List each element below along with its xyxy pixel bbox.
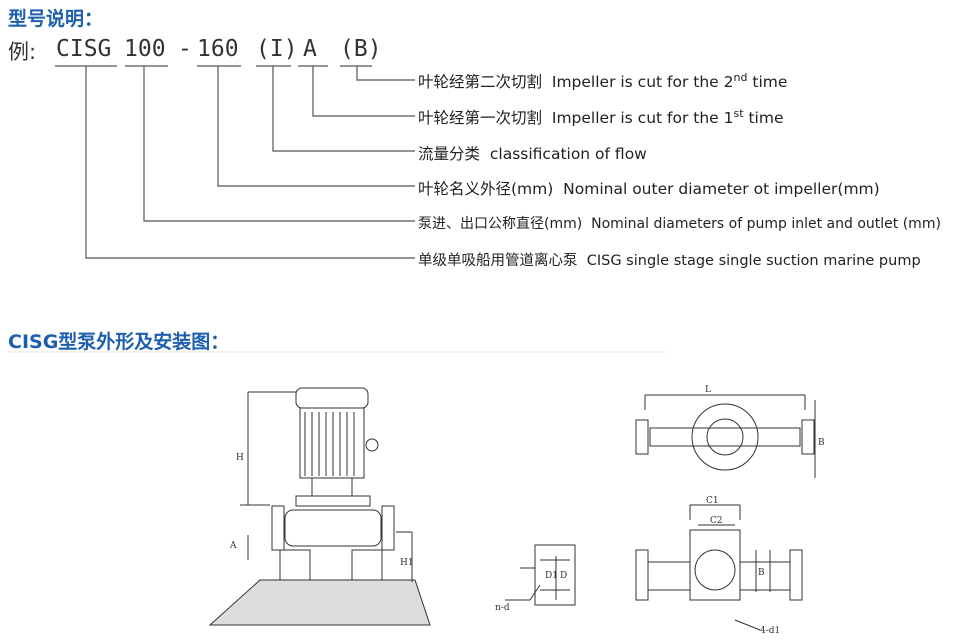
section-title-model: 型号说明：	[8, 8, 104, 30]
label-4d1: 4-d1	[760, 626, 780, 636]
row-en: classification of flow	[489, 145, 647, 163]
row-en: Impeller is cut for the 1	[551, 109, 734, 127]
row-cn: 泵进、出口公称直径(mm)	[418, 216, 583, 232]
code-impeller: 160	[197, 36, 239, 62]
label-a: A	[229, 541, 237, 551]
row-en: Impeller is cut for the 2	[551, 73, 734, 91]
row-en: CISG single stage single suction marine …	[586, 253, 921, 269]
legend-row-cut2: 叶轮经第二次切割 Impeller is cut for the 2nd tim…	[418, 70, 787, 92]
label-b: B	[818, 438, 825, 448]
row-en2: time	[747, 73, 788, 91]
code-cut2: (B)	[340, 36, 382, 62]
code-dash: -	[178, 36, 192, 62]
section-title-installation: CISG型泵外形及安装图：	[8, 331, 230, 353]
label-c2: C2	[710, 516, 723, 526]
row-sup: nd	[733, 70, 748, 84]
code-series: CISG	[56, 36, 112, 62]
legend-row-impeller: 叶轮名义外径(mm) Nominal outer diameter ot imp…	[418, 177, 880, 199]
code-flow: (I)	[256, 36, 298, 62]
label-d1: D1	[545, 571, 558, 581]
legend-row-series: 单级单吸船用管道离心泵 CISG single stage single suc…	[418, 249, 921, 270]
legend-row-flow: 流量分类 classification of flow	[418, 142, 647, 164]
label-l: L	[705, 385, 711, 395]
label-h: H	[236, 453, 244, 463]
legend-row-cut1: 叶轮经第一次切割 Impeller is cut for the 1st tim…	[418, 106, 784, 128]
row-sup: st	[733, 106, 744, 120]
label-b2: B	[758, 568, 765, 578]
label-nd: n-d	[495, 603, 510, 613]
pump-top-view	[505, 394, 816, 631]
row-cn: 叶轮经第一次切割	[418, 109, 543, 127]
row-cn: 叶轮名义外径(mm)	[418, 180, 554, 198]
example-prefix: 例:	[8, 40, 37, 64]
label-c1: C1	[706, 496, 719, 506]
row-en2: time	[743, 109, 784, 127]
legend-row-diameter: 泵进、出口公称直径(mm) Nominal diameters of pump …	[418, 213, 941, 233]
label-h1: H1	[400, 558, 414, 568]
pump-side-view	[208, 387, 431, 626]
row-cn: 单级单吸船用管道离心泵	[418, 253, 578, 269]
code-inlet: 100	[124, 36, 166, 62]
code-cut1: A	[303, 36, 317, 62]
row-en: Nominal diameters of pump inlet and outl…	[591, 216, 941, 232]
label-d: D	[560, 571, 567, 581]
row-cn: 叶轮经第二次切割	[418, 73, 543, 91]
row-cn: 流量分类	[418, 145, 481, 163]
row-en: Nominal outer diameter ot impeller(mm)	[563, 180, 880, 198]
